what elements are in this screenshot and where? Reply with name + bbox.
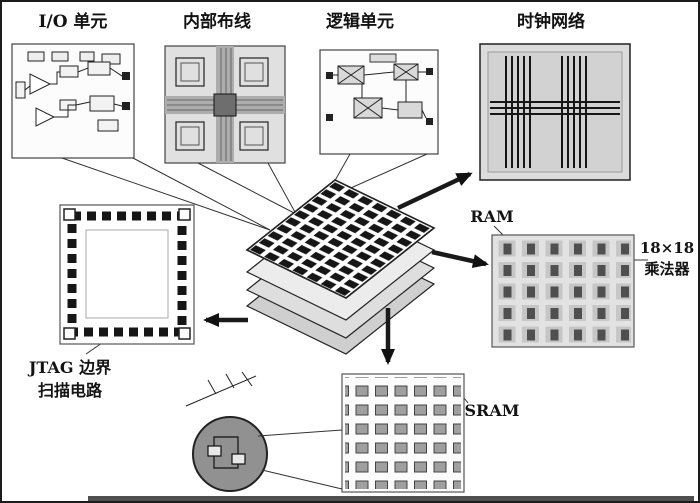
label-jtag: JTAG 边界 扫描电路 xyxy=(24,356,116,402)
label-jtag-line1: JTAG 边界 xyxy=(28,358,112,377)
label-jtag-line2: 扫描电路 xyxy=(37,381,102,400)
label-io-unit: I/O 单元 xyxy=(38,12,108,32)
routing-panel xyxy=(164,45,286,164)
sram-panel xyxy=(341,373,465,493)
cell-block xyxy=(207,445,222,457)
magnifier-zoom-lines xyxy=(257,429,343,490)
arrows xyxy=(203,171,489,365)
section-sketch xyxy=(185,371,257,407)
cell-block xyxy=(231,453,246,465)
label-multiplier-line2: 乘法器 xyxy=(644,260,690,278)
jtag-boundary-scan-panel xyxy=(59,204,195,345)
jtag-corner-pads xyxy=(63,208,191,340)
watermark-bar xyxy=(88,496,694,501)
routing-center-chip xyxy=(213,93,237,117)
fpga-top-layer-cells xyxy=(245,179,436,299)
clock-network-panel xyxy=(479,43,631,181)
label-sram: SRAM xyxy=(464,401,520,420)
arrow-to-ram xyxy=(431,249,489,269)
label-logic-unit: 逻辑单元 xyxy=(326,12,394,32)
fpga-layer-stack xyxy=(245,179,436,355)
logic-unit-panel xyxy=(319,49,439,155)
label-internal-routing: 内部布线 xyxy=(183,12,251,32)
sram-cell-array xyxy=(345,377,461,489)
ram-cell-array xyxy=(495,238,631,344)
label-clock-network: 时钟网络 xyxy=(517,12,585,32)
magnifier-circle xyxy=(192,416,268,492)
ram-panel xyxy=(491,234,635,348)
label-multiplier-line1: 18×18 xyxy=(639,239,695,257)
opamp-icon xyxy=(35,107,56,127)
arrow-to-clock-network xyxy=(397,171,473,211)
label-multiplier: 18×18 乘法器 xyxy=(636,238,698,280)
label-ram: RAM xyxy=(470,207,514,226)
routing-corner-chip xyxy=(175,57,269,151)
opamp-icon xyxy=(29,73,52,95)
io-unit-panel xyxy=(11,43,135,159)
